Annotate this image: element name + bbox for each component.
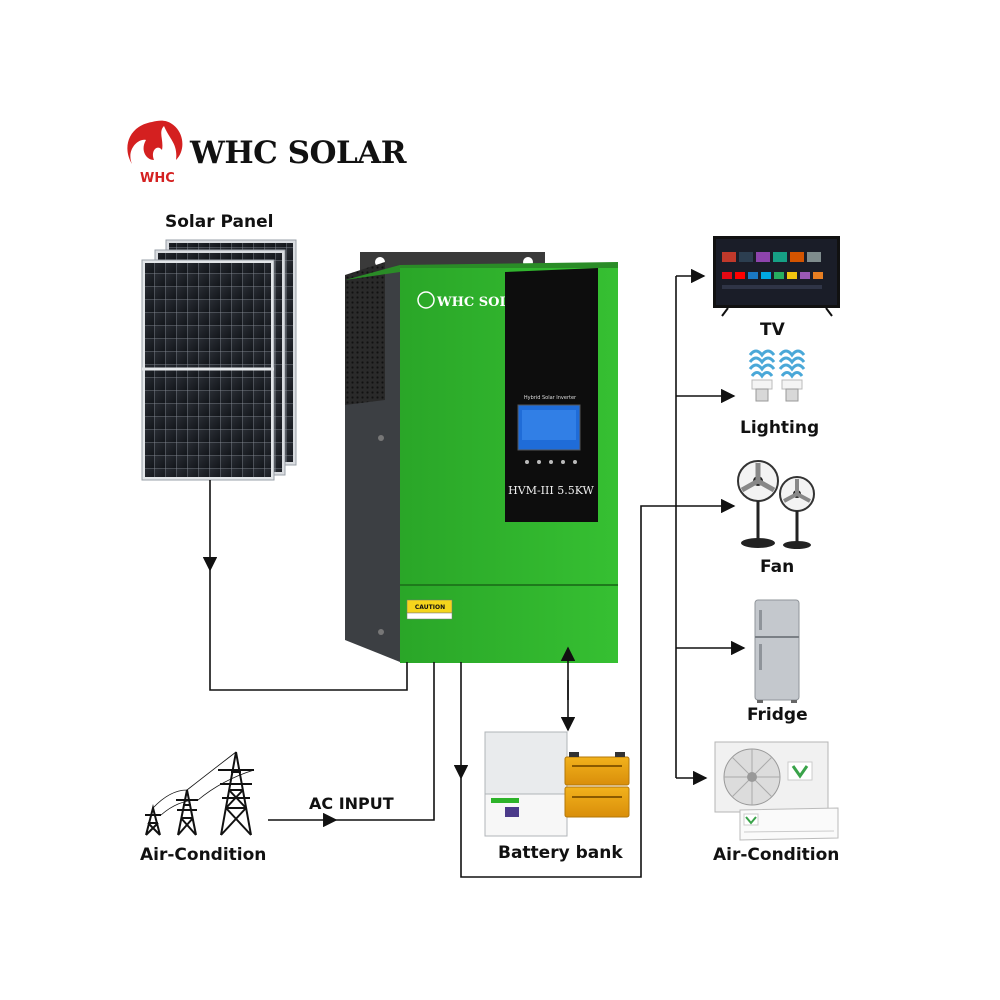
battery-bank-icon	[484, 731, 630, 837]
tv-icon	[713, 236, 840, 317]
logo-letters: WHC	[140, 171, 175, 186]
air-condition-right-label: Air-Condition	[713, 845, 840, 865]
fan-label: Fan	[760, 557, 795, 577]
solar-panel-icon	[141, 239, 297, 481]
fan-icon	[737, 460, 815, 549]
air-condition-left-label: Air-Condition	[140, 845, 267, 865]
ac-input-label: AC INPUT	[309, 794, 394, 813]
solar-panel-label: Solar Panel	[165, 212, 274, 232]
fridge-icon	[754, 599, 800, 703]
lighting-icon	[748, 349, 806, 402]
inverter-screen-title: Hybrid Solar Inverter	[524, 395, 577, 401]
air-conditioner-icon	[714, 741, 839, 841]
fridge-label: Fridge	[747, 705, 808, 725]
inverter-model: HVM-III 5.5KW	[508, 484, 594, 497]
flame-logo-icon	[127, 120, 183, 164]
inverter-icon: WHC SOLAR Hybrid Solar Inverter HVM-III …	[345, 252, 618, 663]
battery-bank-label: Battery bank	[498, 843, 623, 863]
brand-logo: WHC	[127, 120, 183, 186]
transmission-tower-icon	[145, 751, 255, 836]
caution-label: CAUTION	[415, 604, 445, 611]
connection-lines	[202, 268, 746, 878]
brand-name: WHC SOLAR	[190, 135, 407, 171]
lighting-label: Lighting	[740, 418, 820, 438]
tv-label: TV	[760, 320, 785, 340]
